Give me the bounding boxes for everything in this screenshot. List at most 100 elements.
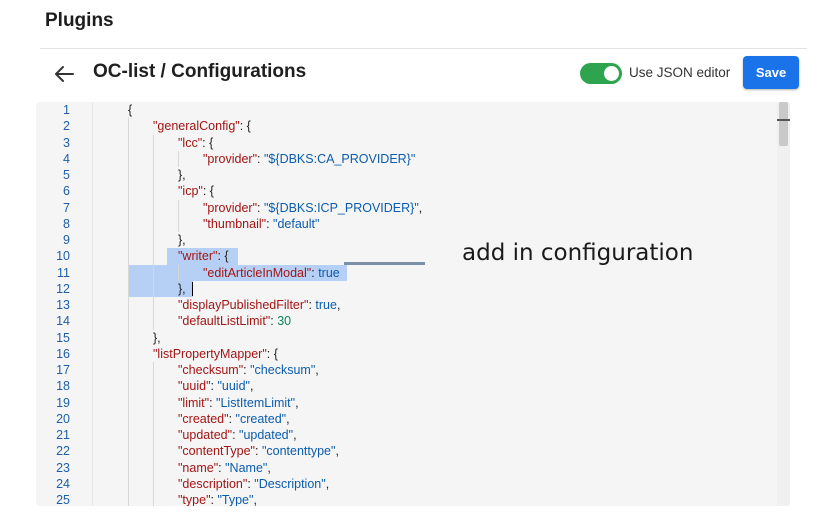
code-token: "thumbnail" [203,216,267,231]
code-token: "listPropertyMapper" [153,346,267,361]
code-token: "defaultListLimit" [178,314,271,329]
code-line[interactable]: 12}, [36,280,776,297]
config-heading: OC-list / Configurations [93,61,307,82]
code-token: "created" [235,411,287,426]
indent-guide [128,183,129,200]
code-token: "contentType" [178,444,255,459]
indent-guide [128,492,129,506]
indent-guide [153,264,154,281]
code-text: "name": "Name", [178,460,271,476]
indent-guide [153,199,154,216]
code-token: : [266,216,274,231]
indent-guide [178,264,179,281]
json-editor-toggle[interactable] [580,63,622,84]
indent-guide [128,118,129,135]
annotation-text: add in configuration [462,240,694,266]
indent-guide [128,232,129,249]
code-line[interactable]: 25"type": "Type", [36,492,776,506]
indent-guide [128,313,129,330]
code-line[interactable]: 4"provider": "${DBKS:CA_PROVIDER}" [36,150,776,167]
json-editor-toggle-label: Use JSON editor [629,65,731,80]
code-token: : [210,493,218,506]
indent-guide [153,134,154,151]
code-token: "uuid" [178,379,211,394]
indent-guide [153,280,154,297]
code-token: "updated" [178,428,233,442]
code-token: "displayPublishedFilter" [178,298,309,312]
code-line[interactable]: 22"contentType": "contenttype", [36,443,776,460]
code-token: "Type" [217,493,254,506]
indent-guide [153,427,154,444]
code-token: , [418,200,423,215]
save-button[interactable]: Save [743,56,799,89]
code-token: : [232,428,240,442]
line-number: 9 [63,233,70,247]
code-token: : [270,314,278,329]
indent-guide [128,394,129,411]
indent-guide [153,215,154,232]
code-token: : { [239,119,251,134]
code-line[interactable]: 24"description": "Description", [36,475,776,492]
code-line[interactable]: 17"checksum": "checksum", [36,362,776,379]
code-token: : [257,200,264,215]
code-token: "type" [178,493,211,506]
code-token: "generalConfig" [153,119,240,134]
code-text: "defaultListLimit": 30 [178,313,291,329]
indent-guide [153,183,154,200]
code-line[interactable]: 15}, [36,329,776,346]
code-line[interactable]: 6"icp": { [36,183,776,200]
indent-guide [153,167,154,184]
code-token: : { [202,135,214,150]
indent-guide [153,492,154,506]
editor-scrollbar[interactable] [777,102,790,506]
code-token: true [315,298,337,312]
indent-guide [128,167,129,184]
line-number: 21 [56,428,70,442]
code-line[interactable]: 19"limit": "ListItemLimit", [36,394,776,411]
code-token: "name" [178,460,219,475]
line-number: 10 [56,249,70,264]
text-caret [192,281,193,296]
code-token: "Description" [254,476,326,491]
code-token: "checksum" [250,363,316,377]
code-line[interactable]: 23"name": "Name", [36,459,776,476]
code-line[interactable]: 14"defaultListLimit": 30 [36,313,776,330]
code-line[interactable]: 7"provider": "${DBKS:ICP_PROVIDER}", [36,199,776,216]
code-line[interactable]: 18"uuid": "uuid", [36,378,776,395]
back-button[interactable] [50,60,78,88]
arrow-left-icon [55,66,74,82]
code-text: "provider": "${DBKS:CA_PROVIDER}" [203,151,415,167]
code-token: "checksum" [178,363,244,377]
code-line[interactable]: 11"editArticleInModal": true [36,264,776,281]
code-text: }, [178,232,186,248]
code-token: "writer" [178,249,218,264]
code-line[interactable]: 3"lcc": { [36,134,776,151]
code-line[interactable]: 20"created": "created", [36,410,776,427]
code-text: { [128,102,132,118]
indent-guide [128,329,129,346]
code-token: : [228,411,236,426]
code-token: "${DBKS:CA_PROVIDER}" [264,151,416,166]
code-line[interactable]: 13"displayPublishedFilter": true, [36,297,776,314]
code-token: true [318,265,340,280]
code-line[interactable]: 2"generalConfig": { [36,118,776,135]
code-token: , [295,395,299,410]
code-token: : [243,363,251,377]
code-line[interactable]: 9}, [36,232,776,249]
line-number: 25 [56,493,70,506]
code-line[interactable]: 5}, [36,167,776,184]
indent-guide [153,443,154,460]
code-line[interactable]: 21"updated": "updated", [36,427,776,444]
code-line[interactable]: 1{ [36,102,776,118]
code-line[interactable]: 10"writer": { [36,248,776,265]
selection-highlight [167,248,238,265]
code-token: }, [153,330,161,345]
code-line[interactable]: 8"thumbnail": "default" [36,215,776,232]
code-line[interactable]: 16"listPropertyMapper": { [36,345,776,362]
code-text: }, [153,330,161,346]
code-text: "displayPublishedFilter": true, [178,297,340,313]
scrollbar-thumb[interactable] [779,102,788,146]
code-token: , [249,379,254,394]
indent-guide [153,459,154,476]
code-editor[interactable]: 1{2"generalConfig": {3"lcc": {4"provider… [36,102,790,506]
